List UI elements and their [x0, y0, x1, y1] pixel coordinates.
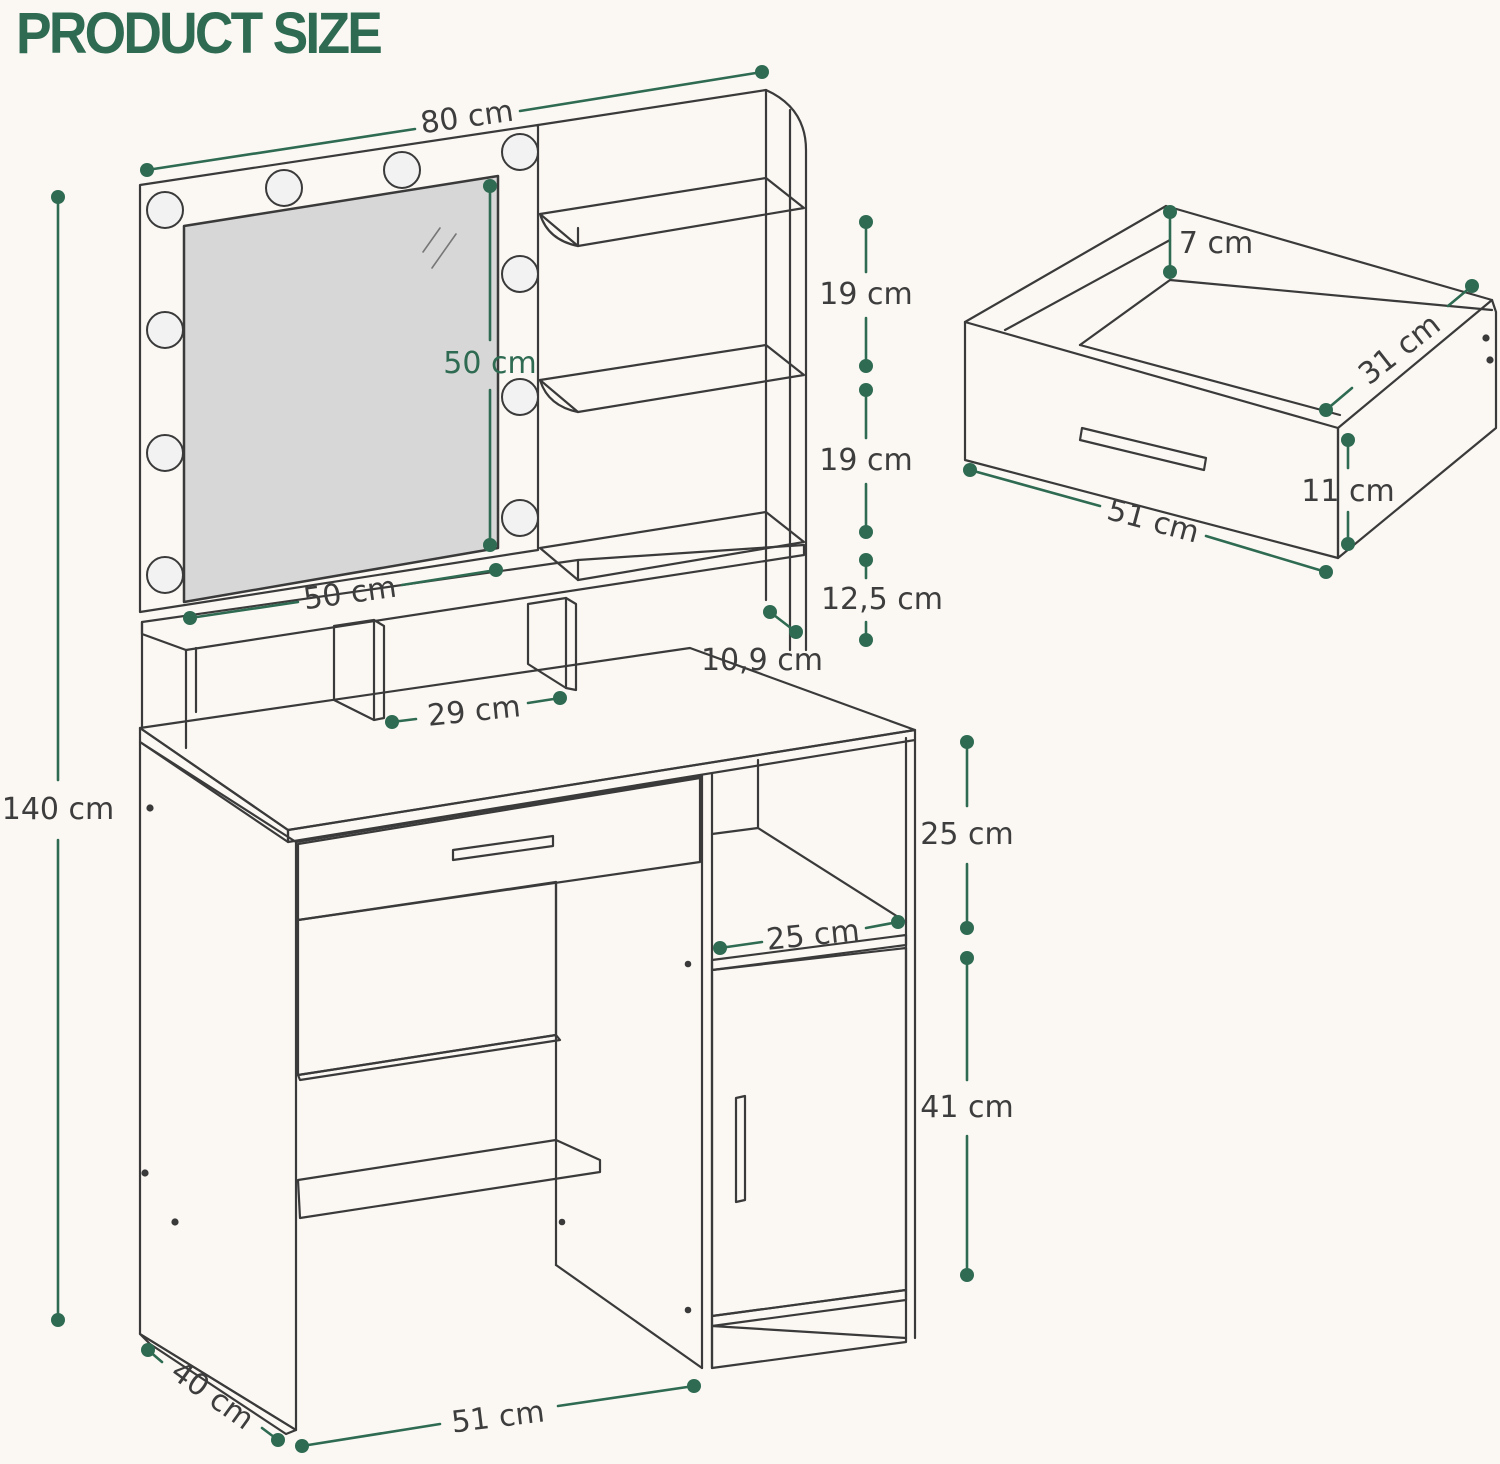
shelf-1-height-label: 19 cm [819, 277, 913, 312]
drawer-handle [451, 834, 555, 862]
shelf-3-height-label: 12,5 cm [820, 582, 944, 617]
page-title: PRODUCT SIZE [16, 1, 383, 66]
mirror-height-label: 50 cm [443, 346, 537, 381]
compartment-shelf [710, 933, 908, 972]
side-cabinet [710, 736, 917, 1370]
open-compartment-height-label: 25 cm [920, 817, 1014, 852]
mirror-panel [138, 123, 540, 614]
drawer-inner-height-label: 7 cm [1178, 226, 1254, 261]
shelf-2-height-label: 19 cm [819, 443, 913, 478]
cabinet-door [710, 946, 908, 1318]
door-handle [734, 1094, 747, 1204]
glare-lines-icon [422, 227, 457, 269]
desk-drawer-front [296, 776, 702, 922]
shelf-depth-label: 10,9 cm [700, 643, 824, 678]
drawer-front-height-label: 11 cm [1301, 474, 1395, 509]
drawer-detail-handle [1078, 426, 1208, 472]
total-height-label: 140 cm [1, 792, 115, 827]
shelf-unit [536, 88, 808, 652]
cabinet-height-label: 41 cm [920, 1090, 1014, 1125]
dimension-lines [51, 65, 1479, 1453]
left-side-panel [138, 740, 298, 1432]
mirror-glass [182, 174, 500, 604]
drawer-detail [963, 204, 1498, 560]
knee-space [296, 880, 704, 1370]
vanity-bulb-icon [146, 133, 539, 594]
